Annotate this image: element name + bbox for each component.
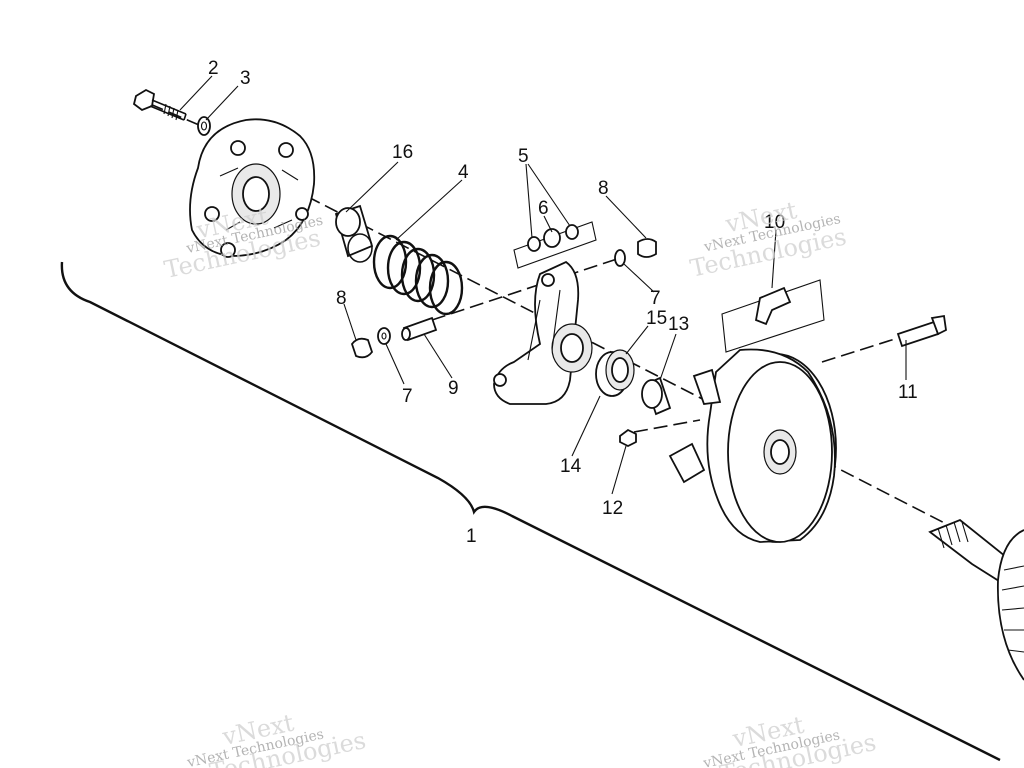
callout-14: 14 <box>560 456 582 477</box>
callout-10: 10 <box>764 212 785 233</box>
collar-part-13 <box>641 376 672 416</box>
bolt-part-2 <box>132 88 187 121</box>
bushing-ring-part-14-15 <box>595 349 635 397</box>
cap-part-8-right <box>637 238 657 258</box>
watermark-top-right: vNext Technologies vNext Technologies <box>688 196 849 283</box>
weight-part-10 <box>721 279 825 353</box>
assembly-bracket <box>60 261 1001 762</box>
watermark-top-left: vNext Technologies vNext Technologies <box>162 202 325 284</box>
guide-rollers-part-5-6 <box>513 221 597 269</box>
callout-15: 15 <box>646 308 667 329</box>
watermark-bottom-right: vNext Technologies vNext Technologies <box>701 711 879 768</box>
callout-6: 6 <box>538 198 549 219</box>
callout-4: 4 <box>458 162 469 183</box>
nut12-axis-line <box>633 419 701 433</box>
pin-axis-line <box>431 257 621 321</box>
bolt-axis-line <box>149 103 207 129</box>
washer-part-7-right <box>614 249 626 267</box>
bolt-part-11 <box>896 314 947 348</box>
fixed-sheave-shaft <box>928 518 1024 681</box>
callout-5: 5 <box>518 146 529 167</box>
washer-part-7-left <box>377 327 391 345</box>
nut-part-12 <box>619 428 637 448</box>
bolt11-axis-line <box>821 337 899 363</box>
pin-part-9 <box>401 316 438 342</box>
callout-3: 3 <box>240 68 251 89</box>
callout-12: 12 <box>602 498 623 519</box>
bushing-part-16 <box>334 204 374 263</box>
center-axis-line <box>235 159 967 535</box>
callout-11: 11 <box>898 382 918 403</box>
end-cover-plate <box>189 118 316 258</box>
cap-part-8-left <box>350 337 374 359</box>
callout-8-right: 8 <box>598 178 609 199</box>
callout-9: 9 <box>448 378 459 399</box>
spider-arm-assembly <box>493 260 593 405</box>
callout-7-left: 7 <box>402 386 413 407</box>
callout-16: 16 <box>392 142 413 163</box>
callout-labels: 1 2 3 4 5 6 7 7 8 8 9 10 11 12 13 14 15 … <box>208 58 918 547</box>
callout-8-left: 8 <box>336 288 347 309</box>
watermark-bottom-left: vNext Technologies vNext Technologies <box>185 709 368 768</box>
movable-sheave <box>668 348 837 543</box>
callout-7-right: 7 <box>650 288 661 309</box>
callout-2: 2 <box>208 58 219 79</box>
callout-1: 1 <box>466 526 477 547</box>
leader-lines <box>179 75 907 495</box>
spring-part-4 <box>372 234 464 316</box>
callout-13: 13 <box>668 314 689 335</box>
washer-part-3 <box>197 116 211 136</box>
